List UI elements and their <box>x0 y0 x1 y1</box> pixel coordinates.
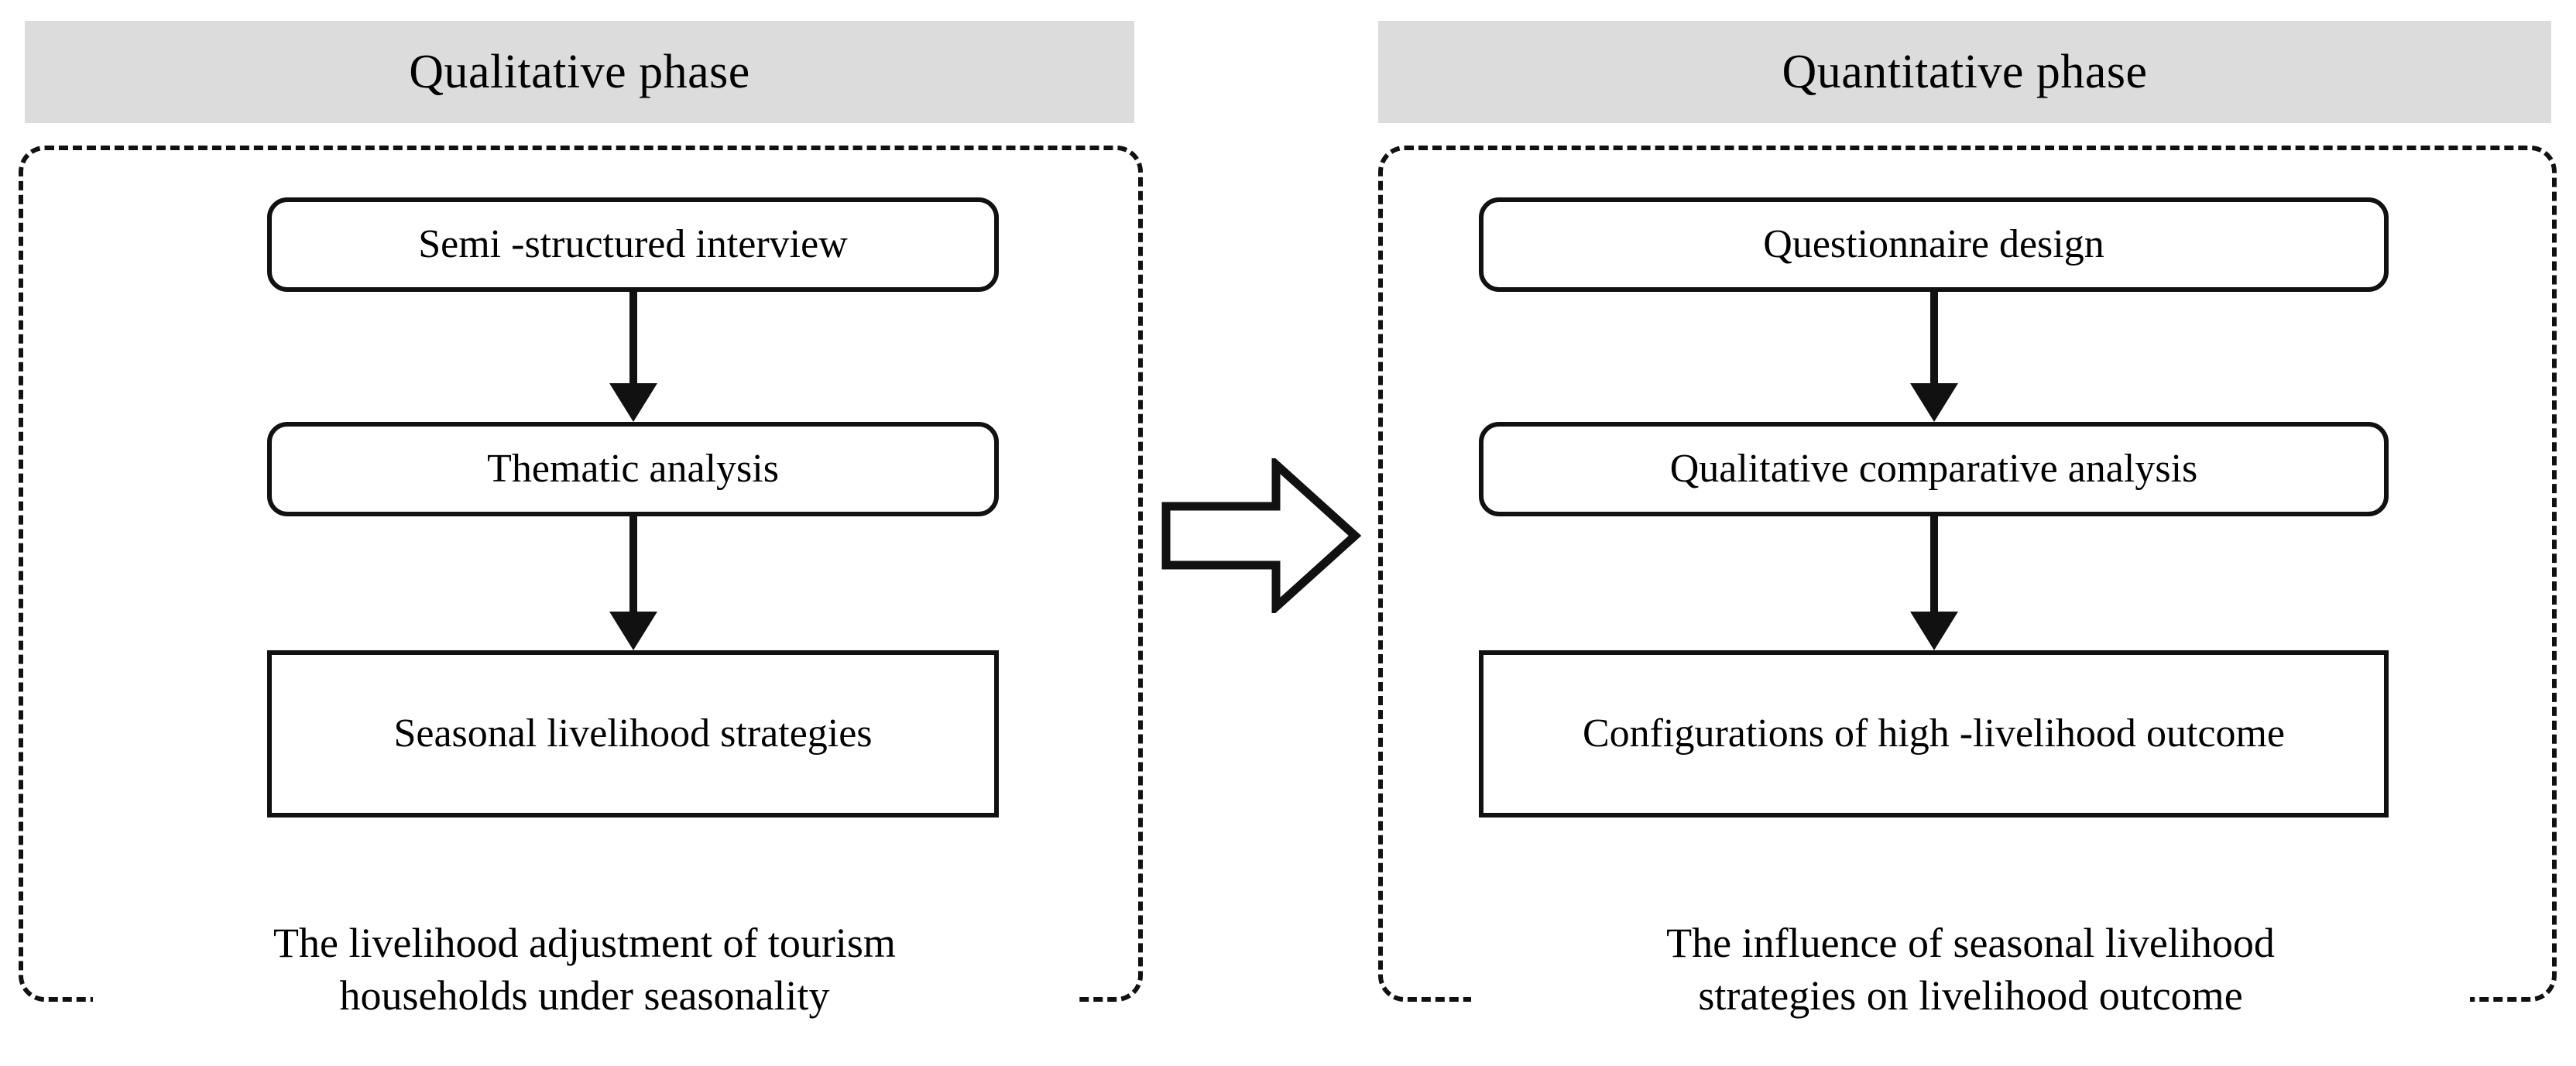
qualitative-phase-caption-line2: households under seasonality <box>339 972 830 1020</box>
quantitative-phase-caption-line2: strategies on livelihood outcome <box>1698 972 2243 1020</box>
step-qualitative-comparative-analysis[interactable]: Qualitative comparative analysis <box>1479 422 2389 516</box>
arrow-shaft <box>1930 292 1938 383</box>
step-configurations-line2: outcome <box>2146 711 2285 756</box>
step-seasonal-livelihood-strategies[interactable]: Seasonal livelihood strategies <box>267 650 999 817</box>
arrow-shaft <box>1930 516 1938 612</box>
step-thematic-analysis[interactable]: Thematic analysis <box>267 422 999 516</box>
quantitative-phase-caption: The influence of seasonal livelihood str… <box>1471 917 2470 1023</box>
arrow-shaft <box>629 292 637 383</box>
arrow-head <box>609 383 657 422</box>
block-right-arrow-shape <box>1161 458 1361 613</box>
step-seasonal-livelihood-strategies-line1: Seasonal <box>393 711 537 756</box>
arrow-head <box>609 612 657 650</box>
qualitative-phase-caption-line1: The livelihood adjustment of tourism <box>273 920 896 966</box>
qualitative-phase-header-label: Qualitative phase <box>409 46 750 98</box>
qualitative-phase-header: Qualitative phase <box>25 21 1134 123</box>
qualitative-phase-caption: The livelihood adjustment of tourism hou… <box>93 917 1076 1023</box>
quantitative-phase-caption-line1: The influence of seasonal livelihood <box>1666 920 2275 966</box>
step-qualitative-comparative-analysis-label: Qualitative comparative analysis <box>1669 447 2198 492</box>
step-configurations-of-high-livelihood-outcome[interactable]: Configurations of high -livelihood outco… <box>1479 650 2389 817</box>
quantitative-phase-header-label: Quantitative phase <box>1782 46 2148 98</box>
arrow-head <box>1910 612 1958 650</box>
step-questionnaire-design-label: Questionnaire design <box>1763 222 2104 267</box>
step-thematic-analysis-label: Thematic analysis <box>487 447 779 492</box>
step-configurations-of-high-livelihood-outcome-label: Configurations of high -livelihood outco… <box>1583 710 2285 757</box>
block-right-arrow-polygon <box>1161 458 1361 613</box>
block-right-arrow-icon <box>1160 458 1361 613</box>
step-semi-structured-interview-label: Semi -structured interview <box>418 222 848 267</box>
step-seasonal-livelihood-strategies-label: Seasonal livelihood strategies <box>393 710 872 757</box>
step-semi-structured-interview[interactable]: Semi -structured interview <box>267 197 999 292</box>
arrow-shaft <box>629 516 637 612</box>
step-seasonal-livelihood-strategies-line2: livelihood strategies <box>547 711 873 756</box>
arrow-head <box>1910 383 1958 422</box>
step-configurations-line1: Configurations of high -livelihood <box>1583 711 2136 756</box>
quantitative-phase-header: Quantitative phase <box>1378 21 2551 123</box>
step-questionnaire-design[interactable]: Questionnaire design <box>1479 197 2389 292</box>
